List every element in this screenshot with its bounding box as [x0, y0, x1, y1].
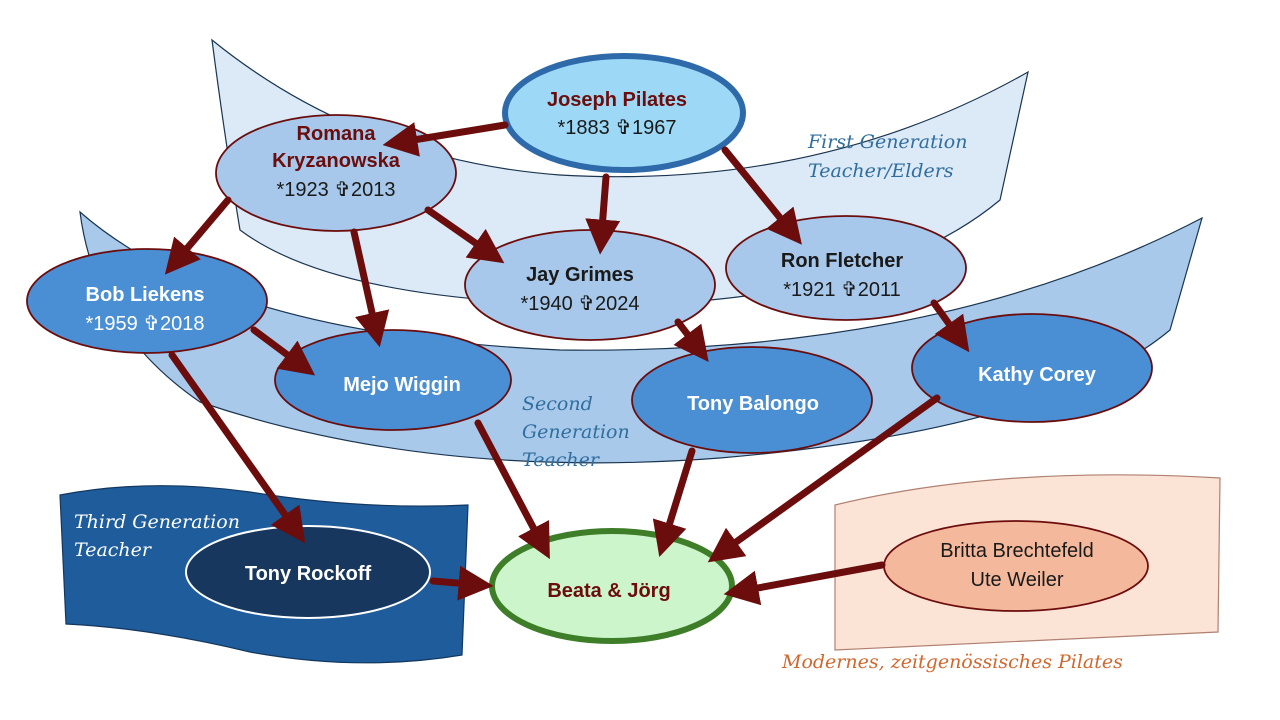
node-ron-fletcher: Ron Fletcher *1921 ✞2011	[725, 215, 967, 321]
romana-name-line2: Kryzanowska	[272, 150, 401, 172]
node-mejo-wiggin: Mejo Wiggin	[274, 329, 512, 431]
tony-rockoff-name: Tony Rockoff	[245, 563, 372, 585]
jay-name: Jay Grimes	[526, 264, 634, 286]
second-generation-label-line1: Second	[522, 393, 593, 415]
node-romana-kryzanowska: Romana Kryzanowska *1923 ✞2013	[215, 114, 457, 232]
arrow-kathy-to-target	[707, 394, 941, 563]
modern-teacher-1: Britta Brechtefeld	[940, 540, 1093, 562]
arrow-tony-rockoff-to-target	[429, 565, 494, 601]
joseph-dates: *1883 ✞1967	[557, 117, 676, 139]
third-generation-label-line1: Third Generation	[74, 511, 240, 533]
arrow-joseph-to-romana	[382, 121, 509, 157]
arrow-bob-to-tony-rockoff	[168, 351, 306, 544]
node-bob-liekens: Bob Liekens *1959 ✞2018	[26, 248, 268, 354]
arrow-jay-to-tony-balongo	[673, 318, 709, 362]
node-jay-grimes: Jay Grimes *1940 ✞2024	[464, 229, 716, 341]
arrow-bob-to-mejo	[250, 326, 316, 376]
beata-joerg-name: Beata & Jörg	[547, 580, 670, 602]
arrow-modern-to-target	[723, 561, 886, 606]
first-generation-label-line1: First Generation	[807, 131, 967, 153]
node-kathy-corey: Kathy Corey	[911, 313, 1153, 423]
second-generation-label-line3: Teacher	[522, 449, 601, 471]
arrow-joseph-to-jay	[585, 173, 621, 255]
arrow-romana-to-bob	[164, 196, 232, 275]
arrow-mejo-to-target	[474, 419, 550, 560]
joseph-name: Joseph Pilates	[547, 89, 687, 111]
tony-balongo-name: Tony Balongo	[687, 393, 819, 415]
jay-dates: *1940 ✞2024	[520, 293, 639, 315]
arrow-ron-to-kathy	[930, 299, 970, 353]
romana-dates: *1923 ✞2013	[276, 179, 395, 201]
bob-dates: *1959 ✞2018	[85, 313, 204, 335]
modern-teacher-2: Ute Weiler	[971, 569, 1064, 591]
third-generation-label-line2: Teacher	[74, 539, 153, 561]
bob-name: Bob Liekens	[86, 284, 205, 306]
first-generation-label-line2: Teacher/Elders	[808, 160, 954, 182]
romana-name-line1: Romana	[297, 123, 377, 145]
node-joseph-pilates: Joseph Pilates *1883 ✞1967	[502, 53, 746, 173]
second-generation-label-line2: Generation	[522, 421, 630, 443]
node-tony-balongo: Tony Balongo	[631, 346, 873, 454]
arrow-joseph-to-ron	[721, 146, 802, 245]
node-beata-joerg: Beata & Jörg	[489, 528, 735, 644]
arrow-tony-balongo-to-target	[652, 447, 696, 558]
node-tony-rockoff: Tony Rockoff	[185, 525, 431, 619]
node-modern-teachers: Britta Brechtefeld Ute Weiler	[883, 520, 1149, 612]
modern-pilates-label: Modernes, zeitgenössisches Pilates	[781, 651, 1123, 673]
mejo-name: Mejo Wiggin	[343, 374, 461, 396]
arrow-romana-to-mejo	[350, 228, 390, 348]
ron-name: Ron Fletcher	[781, 250, 903, 272]
ron-dates: *1921 ✞2011	[783, 279, 901, 301]
arrow-romana-to-jay	[424, 206, 505, 264]
kathy-name: Kathy Corey	[978, 364, 1097, 386]
